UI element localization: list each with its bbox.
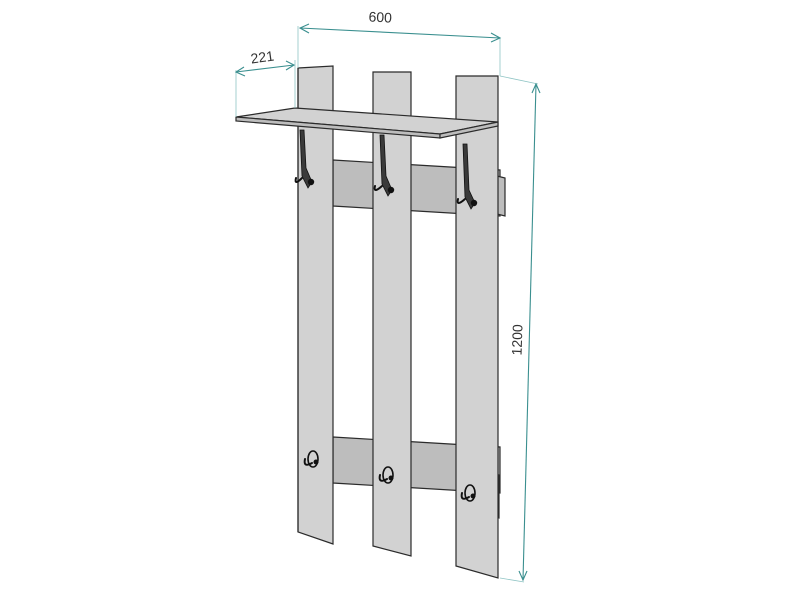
depth-label: 221 (250, 47, 276, 66)
upper-hook-left (294, 129, 315, 189)
lower-hook-right (460, 484, 476, 502)
lower-hook-middle (378, 466, 394, 484)
lower-hook-left (303, 450, 319, 468)
depth-dimension (234, 60, 296, 117)
width-label: 600 (368, 8, 392, 25)
upper-hook-middle (373, 134, 395, 197)
vertical-plank-middle (372, 71, 412, 557)
upper-hook-right (456, 143, 478, 210)
shelf (235, 107, 499, 139)
height-dimension (499, 75, 541, 583)
vertical-plank-right (455, 75, 499, 579)
width-dimension (297, 23, 502, 76)
height-label: 1200 (508, 324, 525, 356)
